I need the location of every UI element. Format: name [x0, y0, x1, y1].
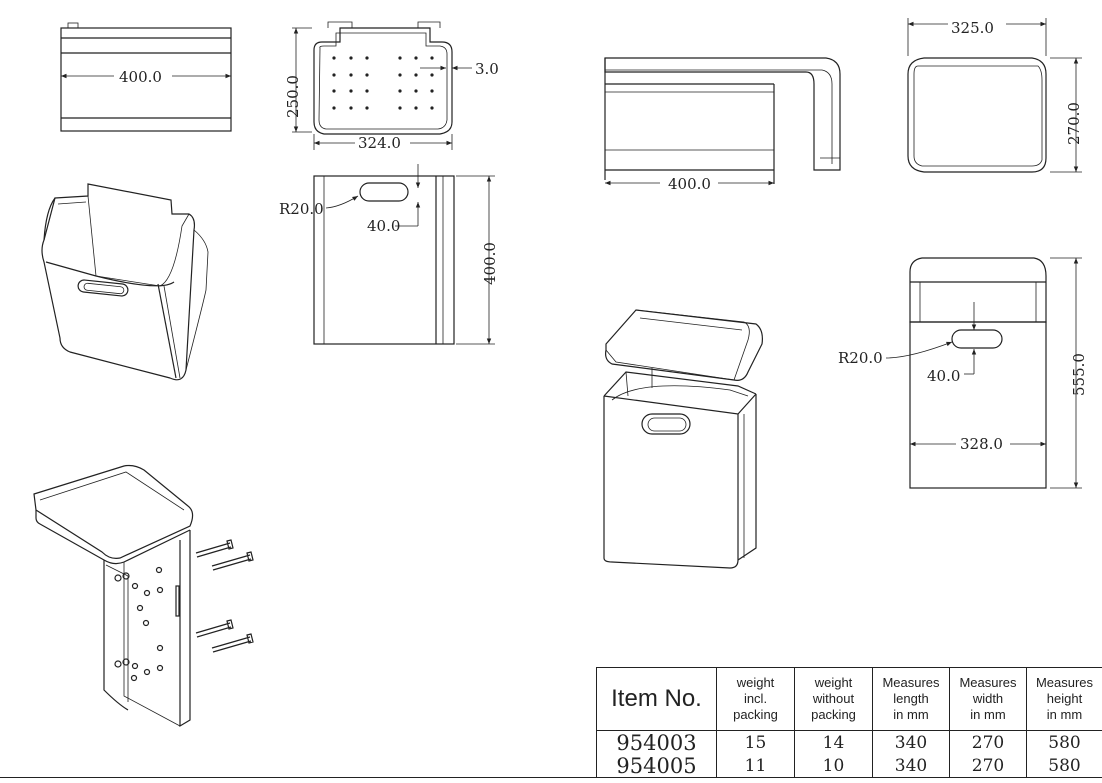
dim-top-height: 270.0: [1065, 102, 1083, 145]
header-line: without: [812, 691, 855, 707]
dim-side-length: 400.0: [668, 175, 711, 193]
cell-height: 580: [1026, 730, 1102, 755]
spec-table: Item No. weight incl. packing weight wit…: [596, 666, 1102, 777]
dim-slot-radius-right: R20.0: [838, 349, 883, 367]
header-line: width: [972, 691, 1004, 707]
dim-top-width: 400.0: [119, 68, 162, 86]
header-line: Measures: [959, 675, 1017, 691]
dim-total-height: 555.0: [1070, 353, 1088, 396]
cell-item-no: 954005: [596, 754, 717, 777]
dim-lid-width: 324.0: [358, 134, 401, 152]
dim-bin-height: 400.0: [481, 242, 499, 285]
view-perforated-plate: 250.0 324.0 3.0: [284, 21, 499, 152]
view-isometric-bin: [603, 309, 763, 569]
cell-weight-without: 10: [794, 754, 873, 777]
cell-item-no: 954003: [596, 730, 717, 755]
header-line: weight: [736, 675, 775, 691]
table-header-row: Item No. weight incl. packing weight wit…: [596, 666, 1102, 732]
dim-top-depth: 325.0: [951, 19, 994, 37]
cell-weight-incl: 15: [716, 730, 795, 755]
dim-lid-height: 250.0: [284, 75, 302, 118]
header-line: packing: [811, 707, 856, 723]
view-top-frame: 400.0: [60, 22, 232, 132]
cell-length: 340: [872, 730, 950, 755]
header-line: in mm: [970, 707, 1006, 723]
cell-width: 270: [949, 730, 1027, 755]
header-weight-without-packing: weight without packing: [794, 666, 873, 732]
header-line: packing: [733, 707, 778, 723]
bracket-holes: [114, 566, 180, 682]
drawing-frame-bottom-line: [0, 777, 1102, 778]
cell-weight-without: 14: [794, 730, 873, 755]
header-item-no: Item No.: [596, 666, 717, 732]
view-front-bin: 40.0 R20.0 328.0 555.0: [838, 257, 1088, 489]
view-side-bracket: 400.0: [604, 57, 841, 193]
header-line: length: [893, 691, 929, 707]
dim-lid-thickness: 3.0: [475, 60, 499, 78]
cell-weight-incl: 11: [716, 754, 795, 777]
header-line: Measures: [882, 675, 940, 691]
dim-slot-width-right: 40.0: [927, 367, 960, 385]
header-line: Measures: [1035, 675, 1094, 691]
view-top-cap: 325.0 270.0: [907, 18, 1083, 173]
header-length: Measures length in mm: [872, 666, 950, 732]
header-weight-incl-packing: weight incl. packing: [716, 666, 795, 732]
header-line: in mm: [1046, 707, 1083, 723]
header-line: weight: [814, 675, 853, 691]
header-width: Measures width in mm: [949, 666, 1027, 732]
view-front-liner: 40.0 R20.0 400.0: [279, 164, 499, 345]
header-line: Item No.: [611, 685, 702, 713]
perforation-holes: [332, 56, 434, 110]
mounting-bolts: [195, 539, 254, 653]
header-height: Measures height in mm: [1026, 666, 1102, 732]
view-isometric-liner: [41, 183, 209, 381]
dim-slot-radius-left: R20.0: [279, 200, 324, 218]
dim-front-width: 328.0: [960, 435, 1003, 453]
view-isometric-bracket: [33, 464, 254, 728]
cell-height: 580: [1026, 754, 1102, 777]
header-line: in mm: [893, 707, 929, 723]
table-row: 954005 11 10 340 270 580: [596, 754, 1102, 777]
cell-width: 270: [949, 754, 1027, 777]
header-line: incl.: [743, 691, 768, 707]
cell-length: 340: [872, 754, 950, 777]
header-line: height: [1046, 691, 1083, 707]
table-row: 954003 15 14 340 270 580: [596, 730, 1102, 755]
dim-slot-width-left: 40.0: [367, 217, 400, 235]
